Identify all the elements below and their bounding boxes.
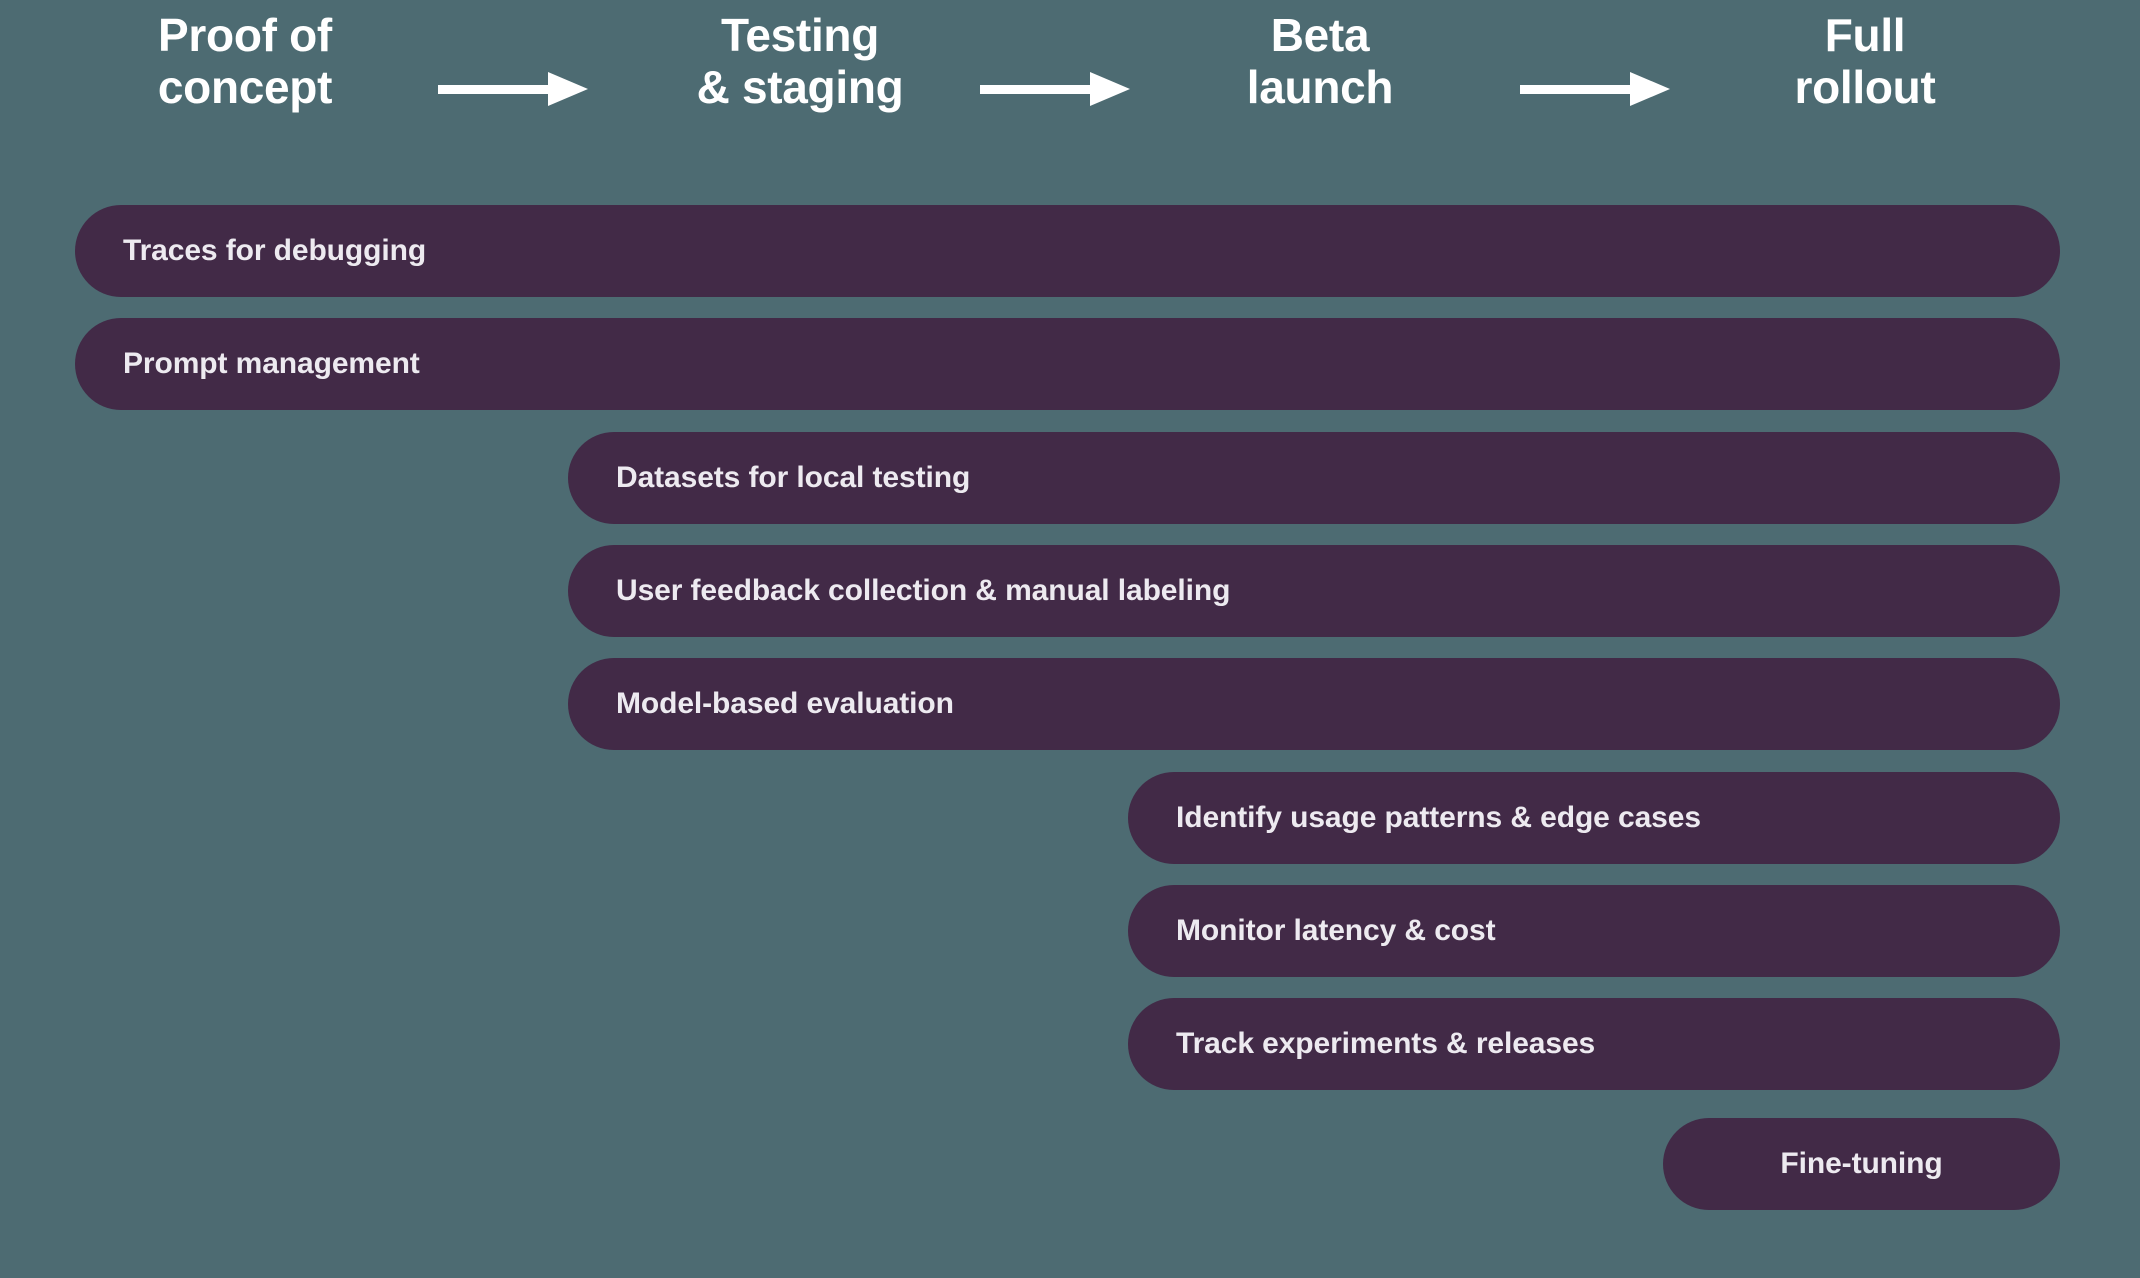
stage-label-full-rollout: Full rollout xyxy=(1794,9,1936,113)
arrow-head xyxy=(1090,72,1130,106)
timeline-bar-label: Monitor latency & cost xyxy=(1176,914,1496,947)
arrow-right-icon xyxy=(980,72,1130,106)
arrow-head xyxy=(1630,72,1670,106)
stage-header-row: Proof of concept Testing & staging Beta … xyxy=(0,0,2140,180)
arrow-shaft xyxy=(1520,85,1638,94)
stage-label-beta-launch: Beta launch xyxy=(1246,9,1394,113)
timeline-bar-label: Prompt management xyxy=(123,347,420,380)
timeline-bar[interactable]: Prompt management xyxy=(75,318,2060,410)
timeline-bar-label: Model-based evaluation xyxy=(616,687,954,720)
timeline-bar[interactable]: User feedback collection & manual labeli… xyxy=(568,545,2060,637)
arrow-right-icon xyxy=(1520,72,1670,106)
timeline-bar[interactable]: Fine-tuning xyxy=(1663,1118,2060,1210)
timeline-bar-label: User feedback collection & manual labeli… xyxy=(616,574,1231,607)
timeline-bar-label: Datasets for local testing xyxy=(616,461,971,494)
timeline-bar[interactable]: Monitor latency & cost xyxy=(1128,885,2060,977)
arrow-shaft xyxy=(980,85,1098,94)
timeline-bar-label: Traces for debugging xyxy=(123,234,427,267)
timeline-bar[interactable]: Identify usage patterns & edge cases xyxy=(1128,772,2060,864)
stage-label-testing-and-staging: Testing & staging xyxy=(696,9,904,113)
arrow-shaft xyxy=(438,85,556,94)
timeline-bar-label: Identify usage patterns & edge cases xyxy=(1176,801,1701,834)
stage-label-proof-of-concept: Proof of concept xyxy=(157,9,333,113)
arrow-head xyxy=(548,72,588,106)
timeline-bar-label: Fine-tuning xyxy=(1780,1147,1943,1180)
arrow-right-icon xyxy=(438,72,588,106)
timeline-bar-label: Track experiments & releases xyxy=(1176,1027,1596,1060)
timeline-bar[interactable]: Model-based evaluation xyxy=(568,658,2060,750)
timeline-bar[interactable]: Track experiments & releases xyxy=(1128,998,2060,1090)
timeline-bar[interactable]: Datasets for local testing xyxy=(568,432,2060,524)
timeline-bar[interactable]: Traces for debugging xyxy=(75,205,2060,297)
